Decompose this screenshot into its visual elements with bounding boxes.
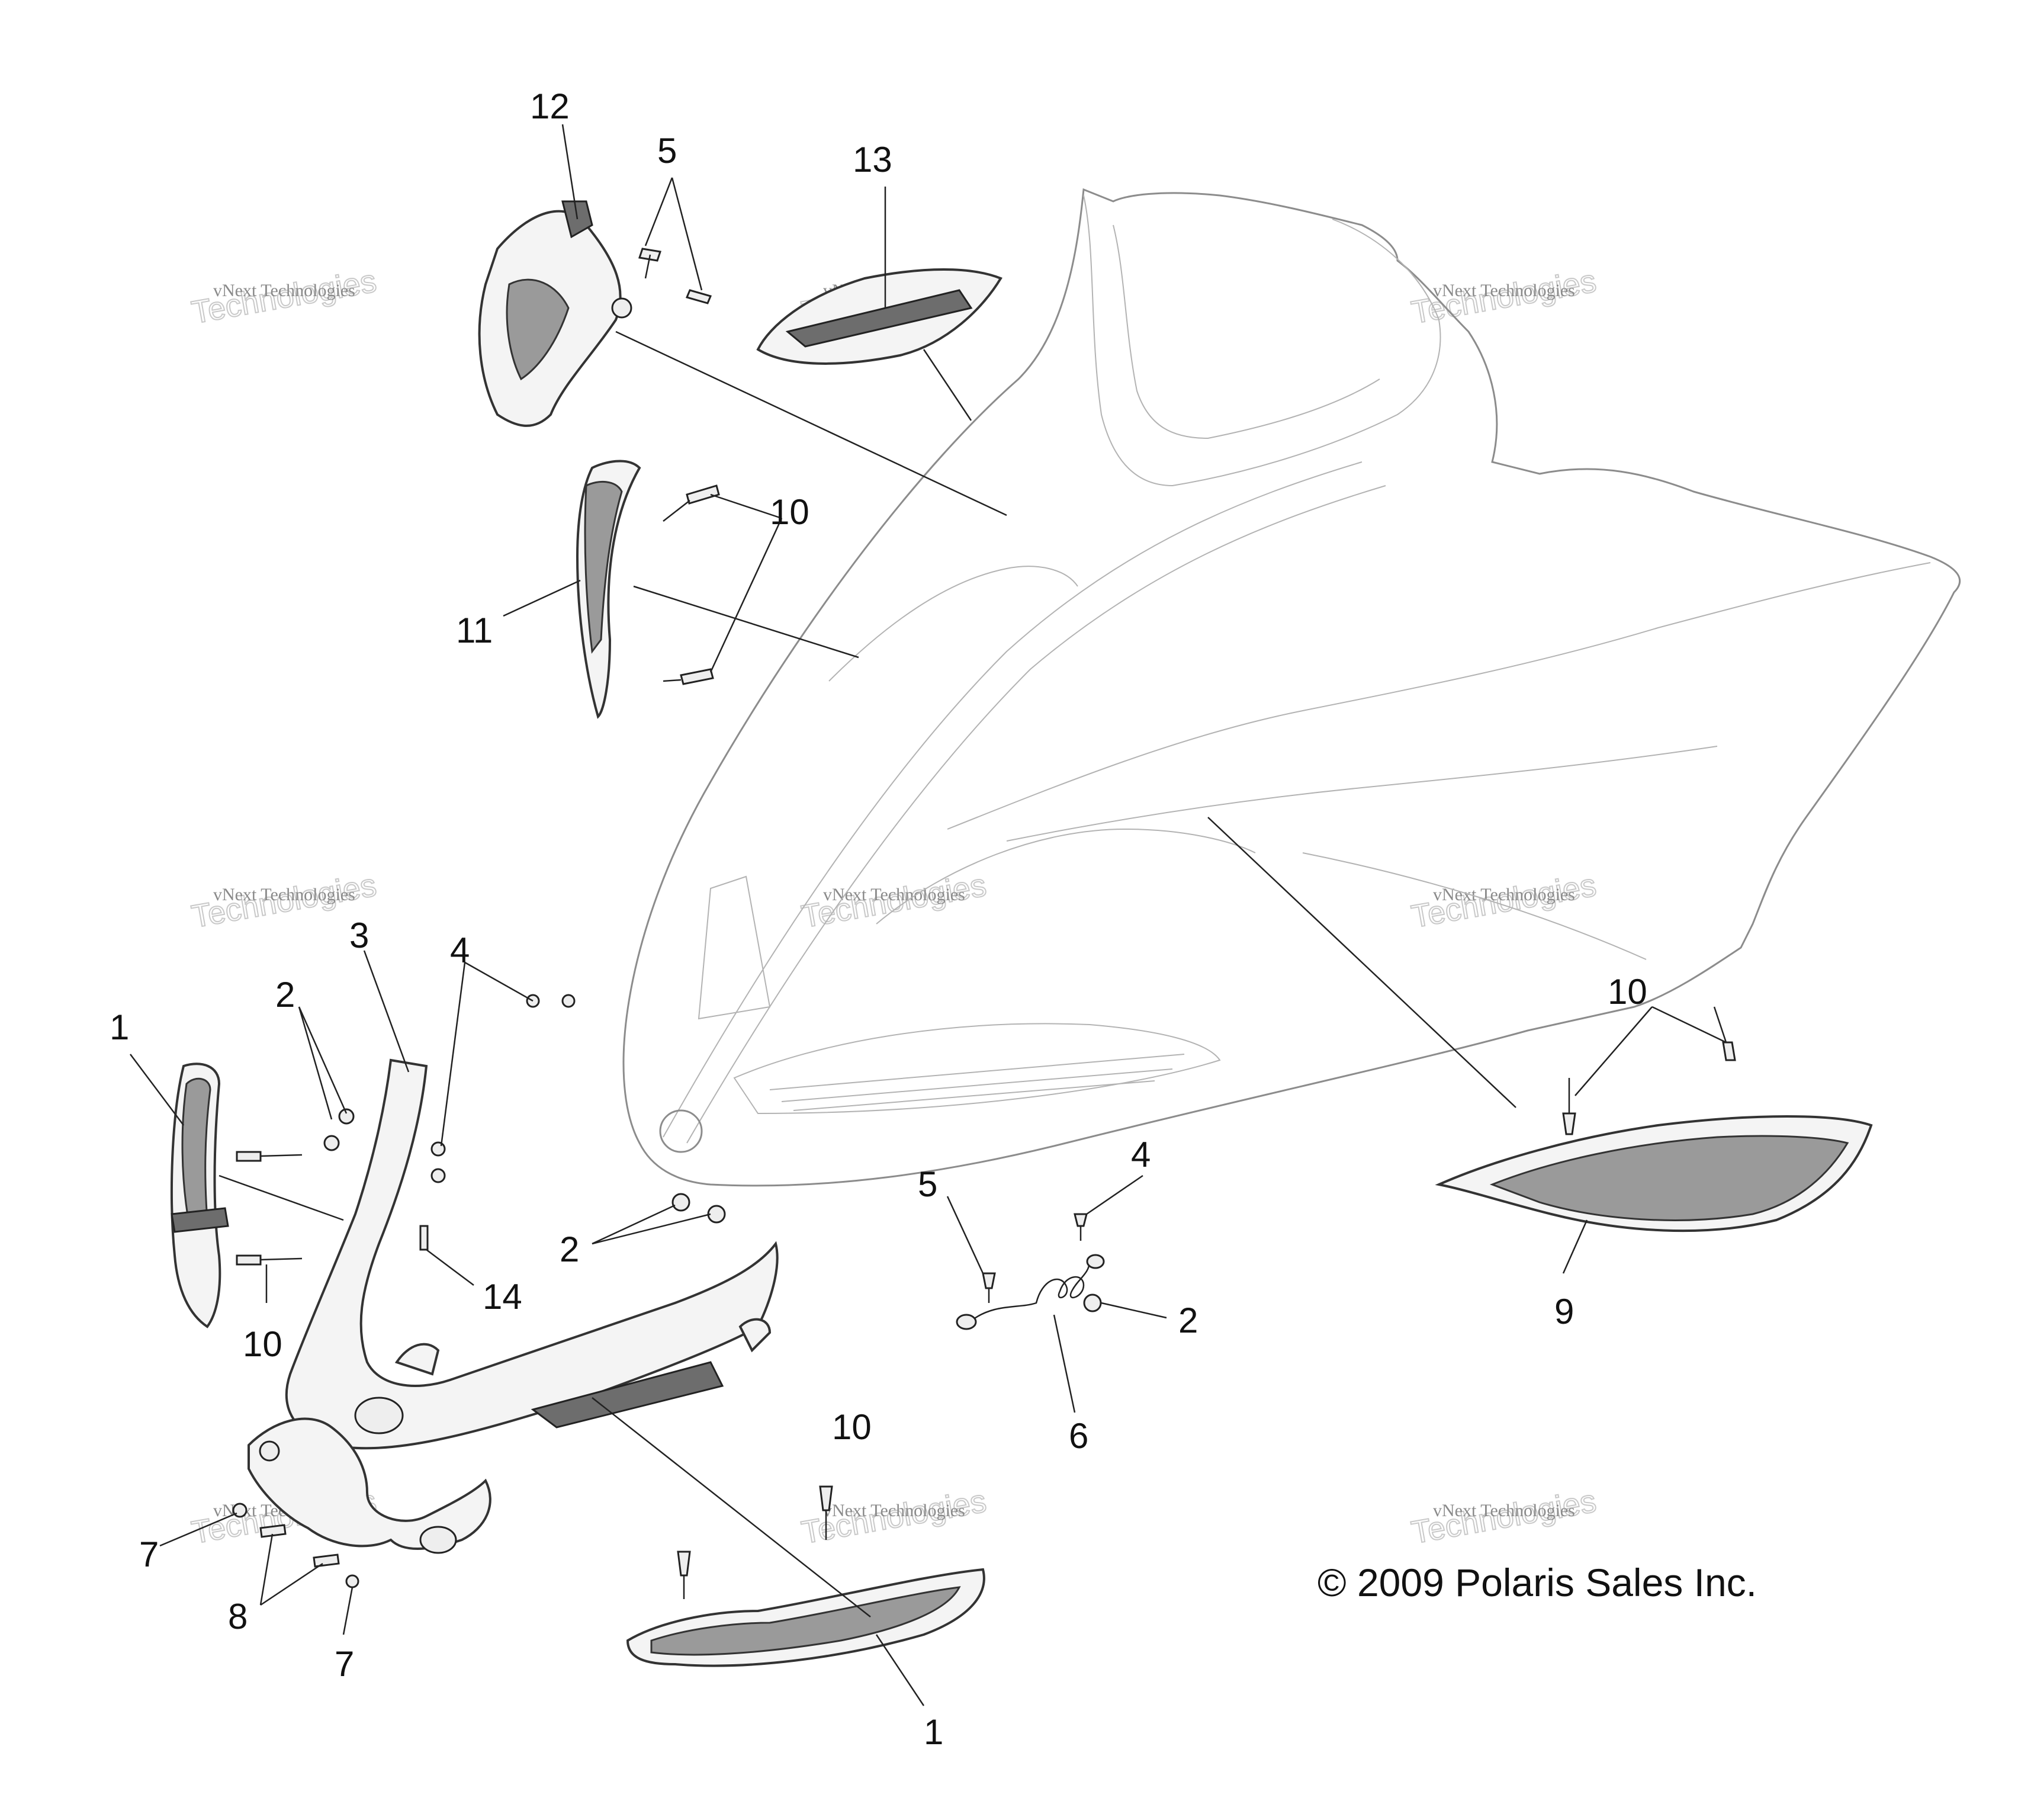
callout-4-left: 4 (450, 930, 470, 970)
callout-2-right: 2 (1178, 1301, 1198, 1340)
watermark: Technologies vNext Technologies (1408, 866, 1599, 935)
callout-6: 6 (1069, 1416, 1088, 1456)
hood-windshield (1083, 195, 1441, 487)
callout-10-right: 10 (1608, 972, 1647, 1012)
hood-grille-outline (698, 875, 771, 1020)
watermark-small-text: vNext Technologies (823, 1501, 965, 1520)
hood-center-spine-2 (686, 485, 1386, 1144)
hood-lower-vent (733, 1023, 1221, 1115)
callout-2-middle: 2 (560, 1230, 579, 1269)
callout-4-right: 4 (1131, 1135, 1151, 1174)
part-1-left-grille (171, 1063, 229, 1328)
callout-labels: 1 1 2 2 2 3 4 4 5 5 6 7 7 8 9 10 10 10 1… (110, 86, 1647, 1752)
hood-lower-vent-slats (769, 1054, 1185, 1111)
callout-13: 13 (853, 140, 892, 179)
callout-2-upper: 2 (275, 975, 295, 1015)
hood-nose-emblem (659, 1109, 703, 1153)
hood-lower-edge (1302, 852, 1647, 960)
watermark: Technologies vNext Technologies (1408, 1482, 1599, 1551)
watermark-small-text: vNext Technologies (823, 885, 965, 904)
watermark: Technologies vNext Technologies (1408, 262, 1599, 331)
hood-outline (622, 188, 1961, 1187)
callout-12: 12 (530, 86, 570, 126)
watermark-small-text: vNext Technologies (1433, 1501, 1575, 1520)
hood-side-panel-2 (1006, 746, 1718, 842)
hood-curve-detail-2 (876, 828, 1256, 925)
part-3-bumper (248, 1058, 779, 1554)
callout-8: 8 (228, 1597, 248, 1636)
watermark: Technologies vNext Technologies (188, 262, 380, 331)
hood-side-panel (947, 562, 1931, 830)
watermark-small-text: vNext Technologies (213, 885, 355, 904)
watermark-small-text: vNext Technologies (213, 281, 355, 300)
callout-5-lower: 5 (918, 1164, 937, 1204)
hood-center-spine (663, 461, 1363, 1138)
callout-10-upper: 10 (770, 492, 809, 532)
callout-7-bottom: 7 (335, 1644, 354, 1684)
callout-14: 14 (483, 1277, 522, 1317)
part-12-side-vent (478, 200, 632, 427)
hood-assembly (622, 188, 1961, 1187)
callout-9: 9 (1554, 1292, 1574, 1331)
watermark-small-text: vNext Technologies (1433, 281, 1575, 300)
callout-1-bottom: 1 (924, 1712, 943, 1752)
leader-lines (130, 124, 1727, 1706)
callout-3: 3 (349, 916, 369, 955)
part-6-spring (956, 1254, 1105, 1330)
watermark: Technologies vNext Technologies (798, 866, 989, 935)
callout-7-left: 7 (139, 1535, 159, 1574)
part-11-side-trim (576, 460, 641, 719)
callout-10-left: 10 (243, 1324, 282, 1364)
hood-curve-detail (828, 566, 1078, 682)
callout-11: 11 (456, 611, 493, 650)
hood-windshield-inner (1113, 224, 1380, 439)
part-9-right-grille (1435, 1115, 1873, 1232)
part-13-top-vent (756, 268, 1002, 365)
callout-10-bottom: 10 (832, 1407, 872, 1447)
copyright-notice: © 2009 Polaris Sales Inc. (1318, 1561, 1757, 1604)
part-1-bottom-grille (626, 1568, 985, 1667)
callout-1-left: 1 (110, 1007, 129, 1047)
callout-5-top: 5 (657, 131, 677, 171)
watermark-small-text: vNext Technologies (1433, 885, 1575, 904)
